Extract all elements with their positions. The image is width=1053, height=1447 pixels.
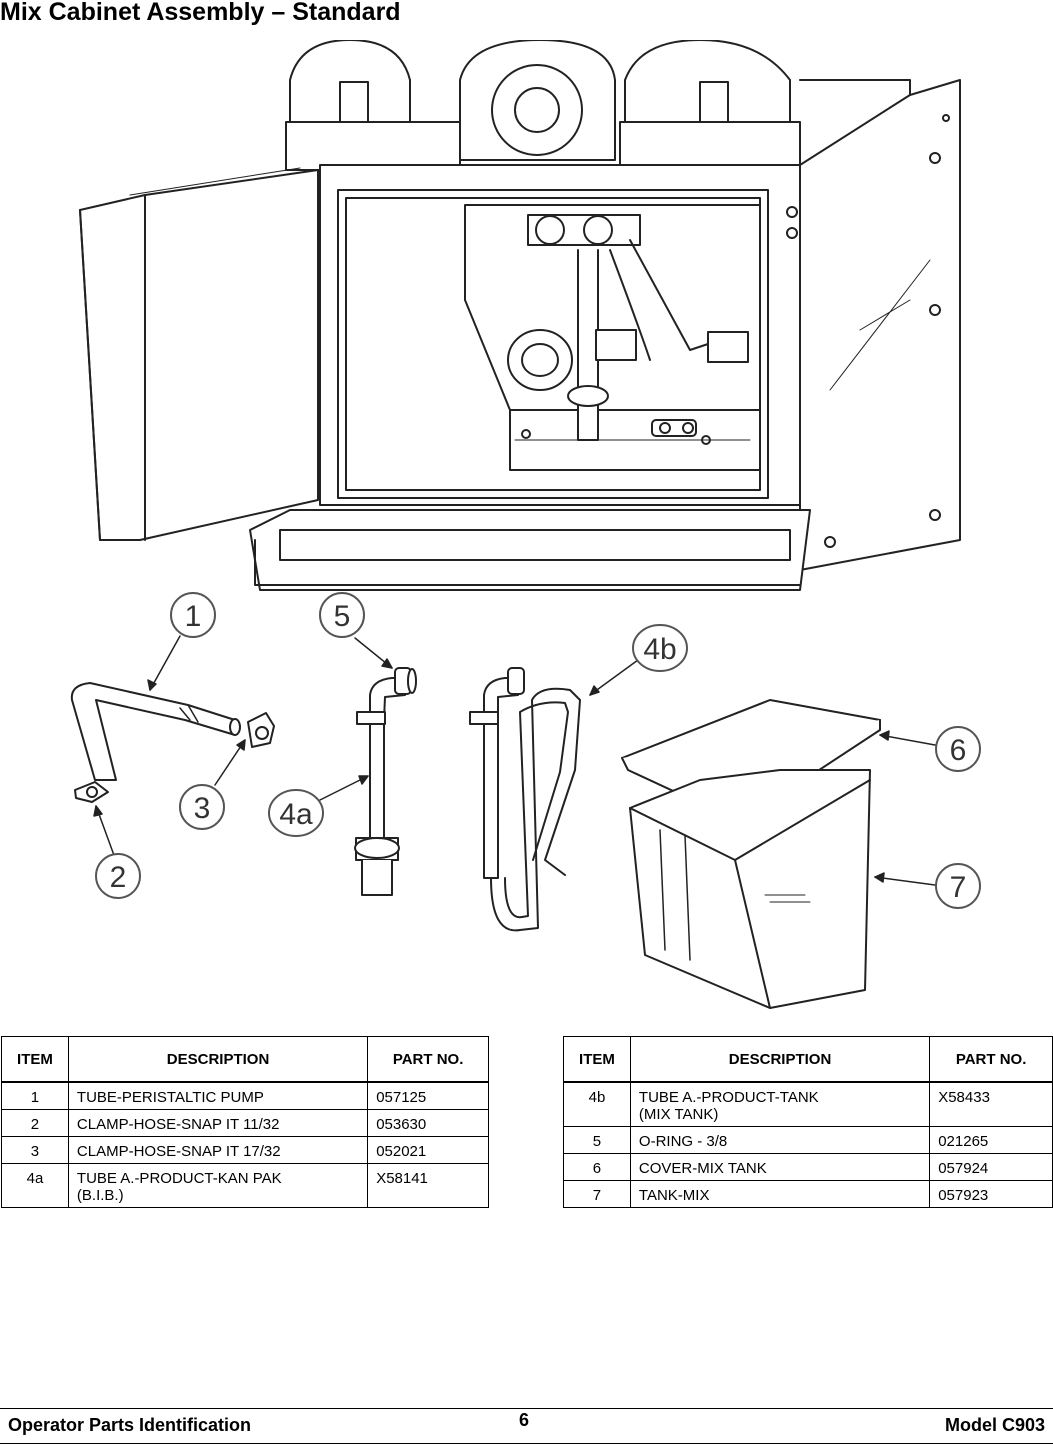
item-cell: 4b bbox=[563, 1082, 631, 1127]
part-7-tank-illustration bbox=[629, 769, 871, 1009]
part-no-cell: X58141 bbox=[367, 1163, 489, 1208]
table-row: 5 O-RING - 3/8 021265 bbox=[563, 1126, 1053, 1154]
part-no-cell: X58433 bbox=[938, 1089, 990, 1106]
table-row: 7 TANK-MIX 057923 bbox=[563, 1180, 1053, 1208]
callout-6: 6 bbox=[935, 726, 981, 772]
item-cell: 6 bbox=[563, 1153, 631, 1181]
column-header-part-no: PART NO. bbox=[367, 1036, 489, 1083]
footer-model-name: Model C903 bbox=[944, 1415, 1045, 1435]
svg-text:7: 7 bbox=[950, 871, 967, 904]
part-4a-tube-assembly-illustration bbox=[354, 667, 417, 896]
page-number: 6 bbox=[519, 1410, 530, 1430]
column-header-description: DESCRIPTION bbox=[68, 1036, 369, 1083]
svg-text:3: 3 bbox=[194, 792, 211, 825]
item-cell: 3 bbox=[1, 1136, 69, 1164]
svg-text:4a: 4a bbox=[279, 798, 313, 831]
item-cell: 4a bbox=[1, 1163, 69, 1208]
part-no-cell: 057924 bbox=[929, 1153, 1053, 1181]
exploded-parts-diagram: 1 5 4b 3 4a 2 6 7 bbox=[0, 40, 1053, 1020]
callout-2: 2 bbox=[95, 853, 141, 899]
svg-text:1: 1 bbox=[185, 600, 202, 633]
svg-text:2: 2 bbox=[110, 861, 127, 894]
page-footer: Operator Parts Identification 6 Model C9… bbox=[0, 1408, 1053, 1444]
callout-1: 1 bbox=[170, 592, 216, 638]
item-cell: 5 bbox=[563, 1126, 631, 1154]
description-cell: TUBE A.-PRODUCT-KAN PAK(B.I.B.) bbox=[68, 1163, 369, 1208]
table-row: 2 CLAMP-HOSE-SNAP IT 11/32 053630 bbox=[1, 1109, 489, 1137]
table-row: 4a TUBE A.-PRODUCT-KAN PAK(B.I.B.) X5814… bbox=[1, 1163, 489, 1208]
svg-text:4b: 4b bbox=[643, 633, 676, 666]
svg-text:5: 5 bbox=[334, 600, 351, 633]
column-header-part-no: PART NO. bbox=[929, 1036, 1053, 1083]
description-cell: COVER-MIX TANK bbox=[630, 1153, 931, 1181]
svg-text:6: 6 bbox=[950, 734, 967, 767]
callout-4a: 4a bbox=[268, 789, 324, 837]
description-cell: TUBE-PERISTALTIC PUMP bbox=[68, 1082, 369, 1110]
part-no-cell: 057125 bbox=[376, 1089, 427, 1106]
description-cell: TANK-MIX bbox=[630, 1180, 931, 1208]
description-cell: O-RING - 3/8 bbox=[630, 1126, 931, 1154]
part-no-cell: 057923 bbox=[929, 1180, 1053, 1208]
part-1-tube-illustration bbox=[70, 682, 241, 781]
callout-4b: 4b bbox=[632, 624, 688, 672]
callout-3: 3 bbox=[179, 784, 225, 830]
part-3-clamp-illustration bbox=[247, 712, 275, 748]
column-header-item: ITEM bbox=[563, 1036, 631, 1083]
parts-table-left: ITEM DESCRIPTION PART NO. 1 TUBE-PERISTA… bbox=[1, 1036, 489, 1208]
item-cell: 7 bbox=[563, 1180, 631, 1208]
table-row: 3 CLAMP-HOSE-SNAP IT 17/32 052021 bbox=[1, 1136, 489, 1164]
footer-section-title: Operator Parts Identification bbox=[8, 1415, 252, 1435]
callout-7: 7 bbox=[935, 863, 981, 909]
description-cell: CLAMP-HOSE-SNAP IT 11/32 bbox=[68, 1109, 369, 1137]
part-2-clamp-illustration bbox=[74, 781, 109, 803]
part-no-cell: 021265 bbox=[929, 1126, 1053, 1154]
description-cell: CLAMP-HOSE-SNAP IT 17/32 bbox=[68, 1136, 369, 1164]
machine-cabinet-illustration bbox=[79, 40, 961, 591]
item-cell: 2 bbox=[1, 1109, 69, 1137]
part-no-cell: 053630 bbox=[367, 1109, 489, 1137]
description-cell: TUBE A.-PRODUCT-TANK(MIX TANK) bbox=[630, 1082, 931, 1127]
part-no-cell: 052021 bbox=[367, 1136, 489, 1164]
item-cell: 1 bbox=[1, 1082, 69, 1110]
table-row: 6 COVER-MIX TANK 057924 bbox=[563, 1153, 1053, 1181]
part-4b-tube-assembly-illustration bbox=[469, 667, 581, 932]
table-row: 1 TUBE-PERISTALTIC PUMP 057125 bbox=[1, 1082, 489, 1110]
column-header-description: DESCRIPTION bbox=[630, 1036, 931, 1083]
table-row: 4b TUBE A.-PRODUCT-TANK(MIX TANK) X58433 bbox=[563, 1082, 1053, 1127]
callout-5: 5 bbox=[319, 592, 365, 638]
parts-table-right: ITEM DESCRIPTION PART NO. 4b TUBE A.-PRO… bbox=[563, 1036, 1053, 1208]
page-title: Mix Cabinet Assembly – Standard bbox=[0, 0, 401, 26]
column-header-item: ITEM bbox=[1, 1036, 69, 1083]
